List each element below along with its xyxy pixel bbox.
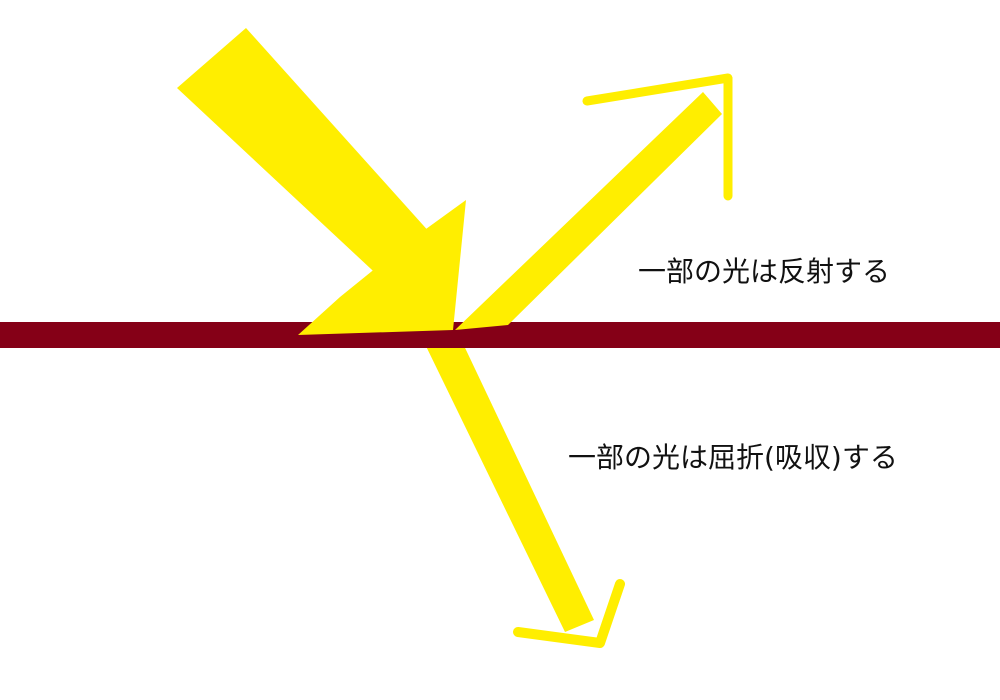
refracted-arrowhead bbox=[513, 579, 625, 648]
reflected-beam-shaft bbox=[455, 92, 722, 330]
incident-light-arrow bbox=[177, 28, 466, 335]
incident-beam-shaft bbox=[177, 28, 458, 311]
surface-line bbox=[0, 322, 1000, 348]
reflected-arrowhead bbox=[582, 73, 733, 201]
refraction-label: 一部の光は屈折(吸収)する bbox=[568, 441, 898, 474]
reflection-label: 一部の光は反射する bbox=[638, 255, 891, 288]
incident-arrowhead bbox=[298, 200, 466, 335]
reflected-light-arrow bbox=[455, 73, 733, 330]
refracted-light-arrow bbox=[423, 333, 625, 648]
refracted-beam-shaft bbox=[423, 333, 594, 632]
